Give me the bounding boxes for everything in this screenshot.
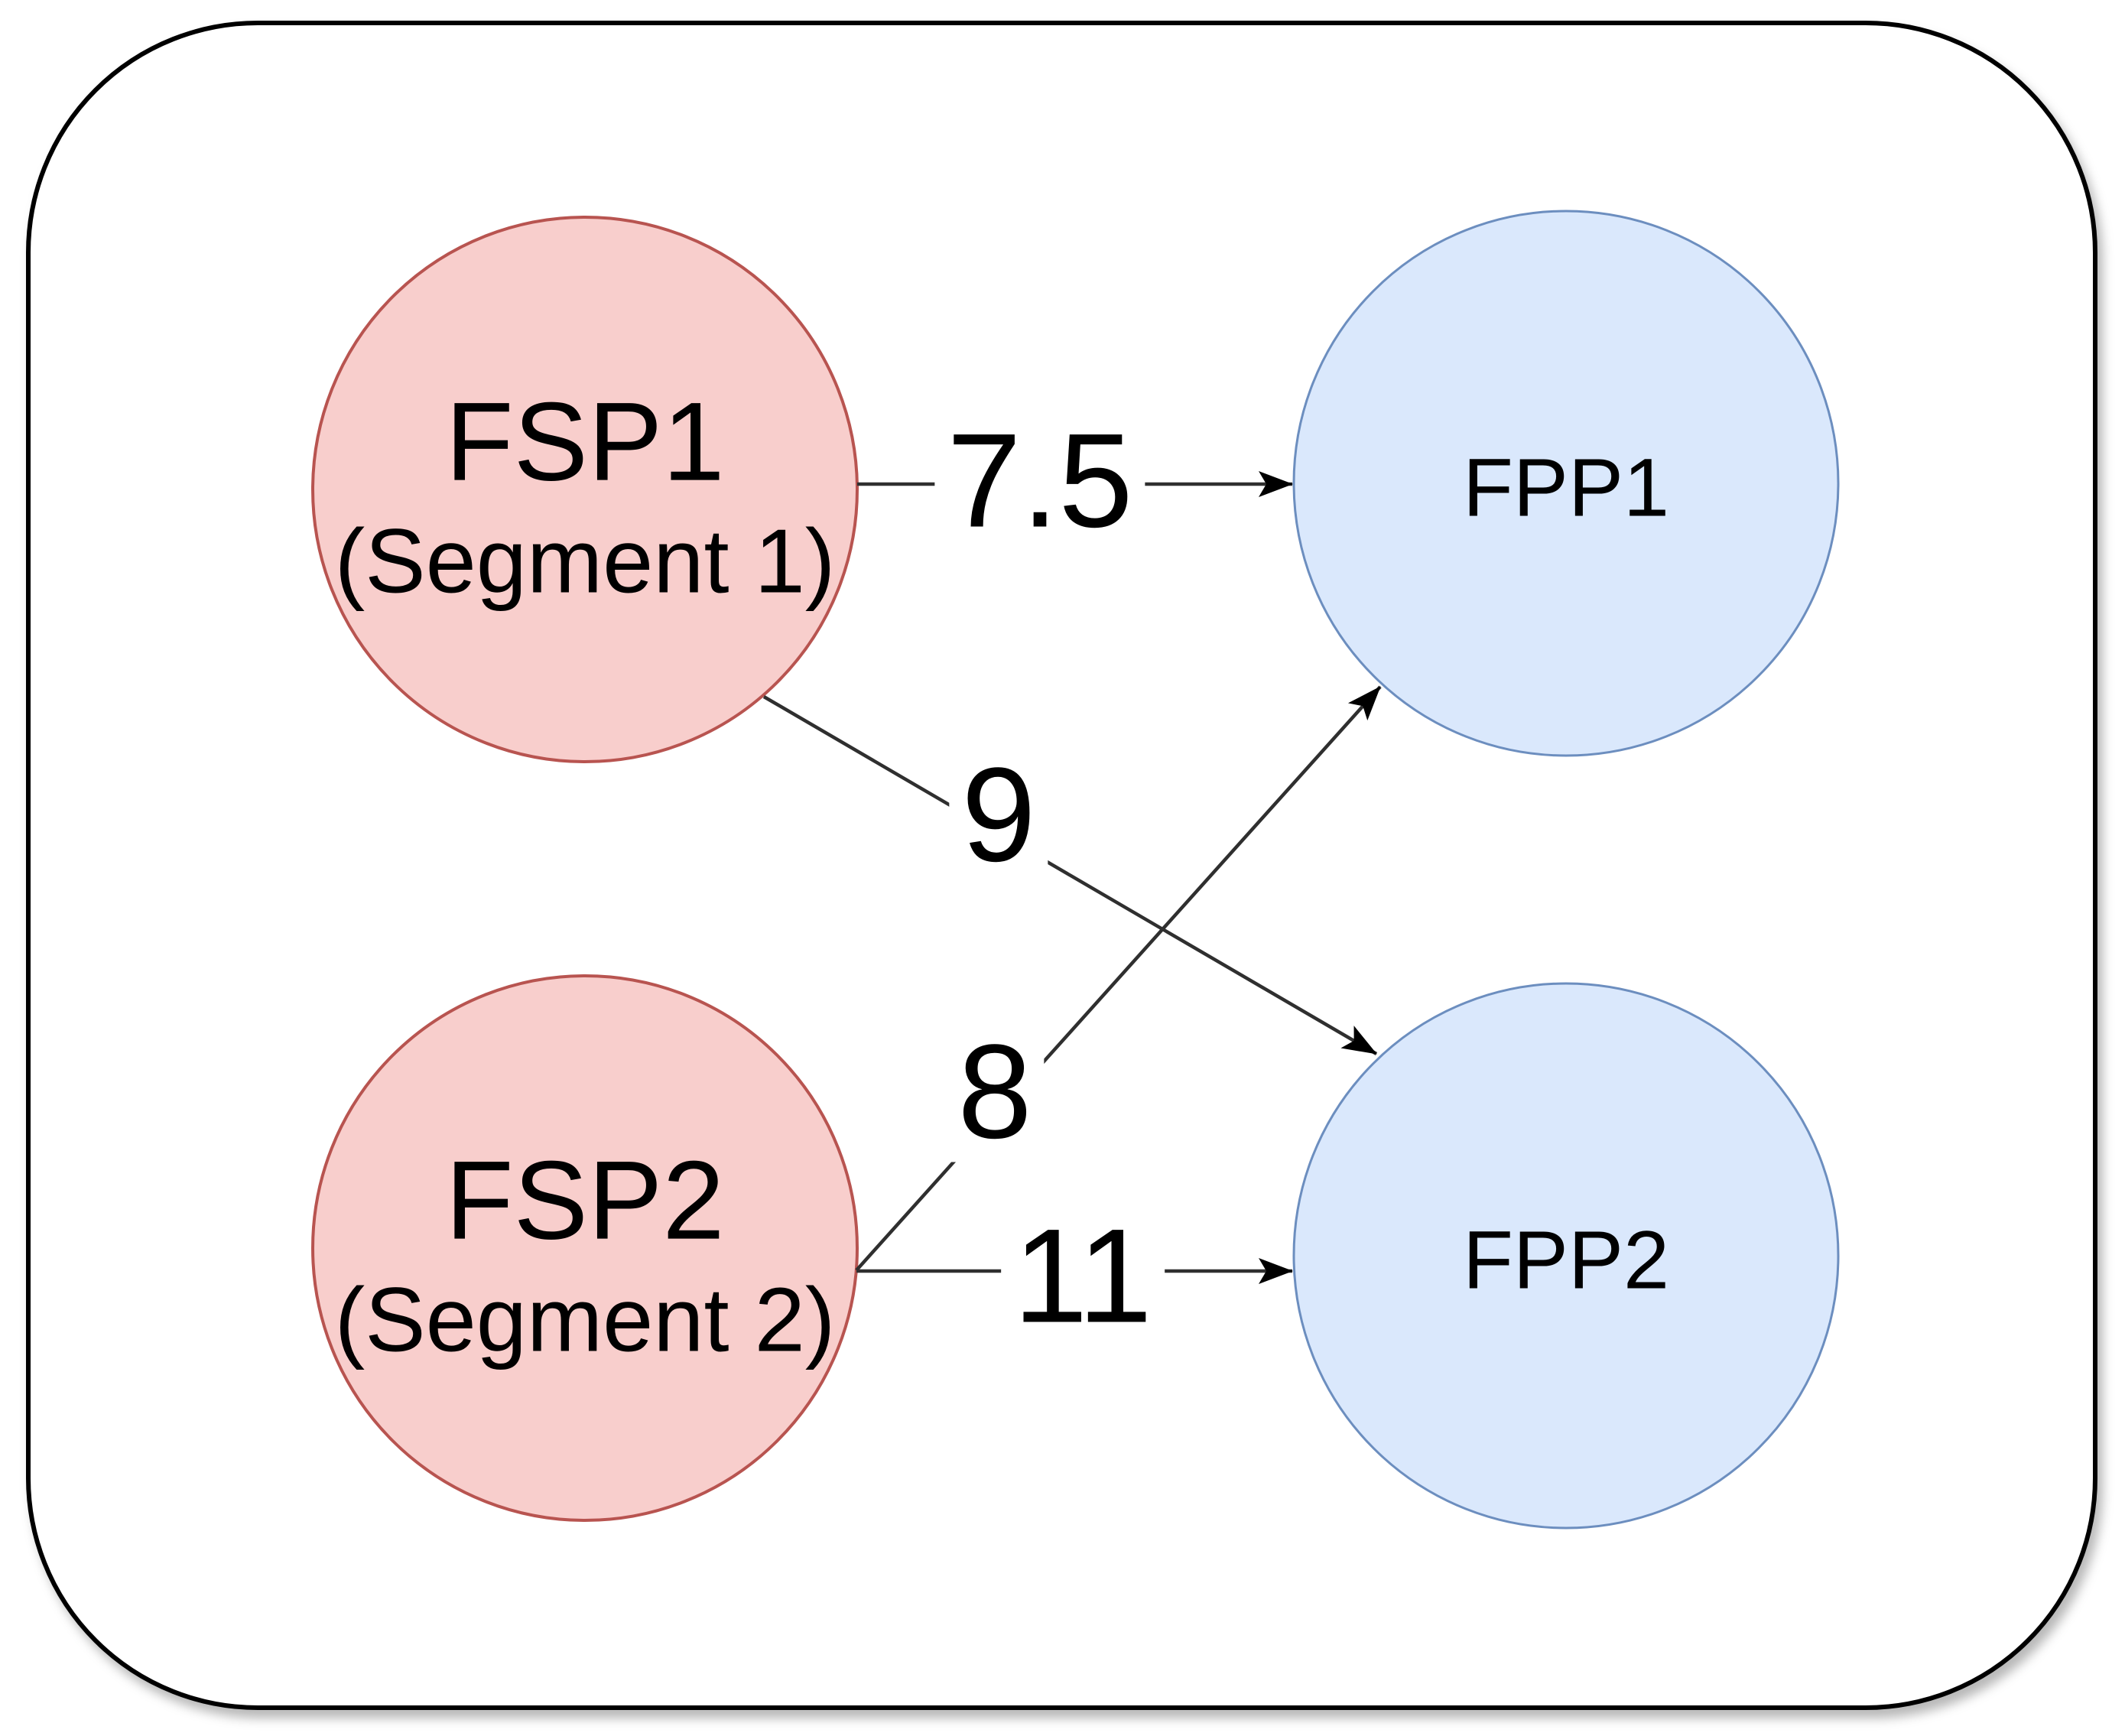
node-title-fsp2: FSP2 [445,1137,725,1263]
node-label-fsp2: FSP2 (Segment 2) [335,1138,836,1371]
node-circle-fsp2 [311,974,859,1522]
edge-fsp1-fpp2 [762,695,1378,1055]
edge-fsp2-fpp1 [855,685,1382,1272]
node-title-fpp2: FPP2 [1462,1213,1670,1306]
edge-weight-fsp1-fpp1: 7.5 [934,411,1145,551]
node-subtitle-fsp1: (Segment 1) [334,510,836,613]
edge-weight-fsp2-fpp2: 11 [1001,1206,1165,1347]
edge-weight-fsp1-fpp2: 9 [949,745,1048,886]
edge-weight-fsp2-fpp1: 8 [945,1022,1045,1162]
node-title-fpp1: FPP1 [1462,441,1670,534]
node-label-fpp2: FPP2 [1463,1214,1669,1307]
node-label-fpp1: FPP1 [1462,441,1670,535]
node-circle-fpp1 [1292,210,1840,757]
node-circle-fsp1 [311,216,859,763]
node-circle-fpp2 [1292,982,1840,1530]
node-title-fsp1: FSP1 [445,379,725,504]
node-label-fsp1: FSP1 (Segment 1) [335,379,836,613]
node-subtitle-fsp2: (Segment 2) [334,1269,836,1371]
outer-frame [26,21,2097,1710]
